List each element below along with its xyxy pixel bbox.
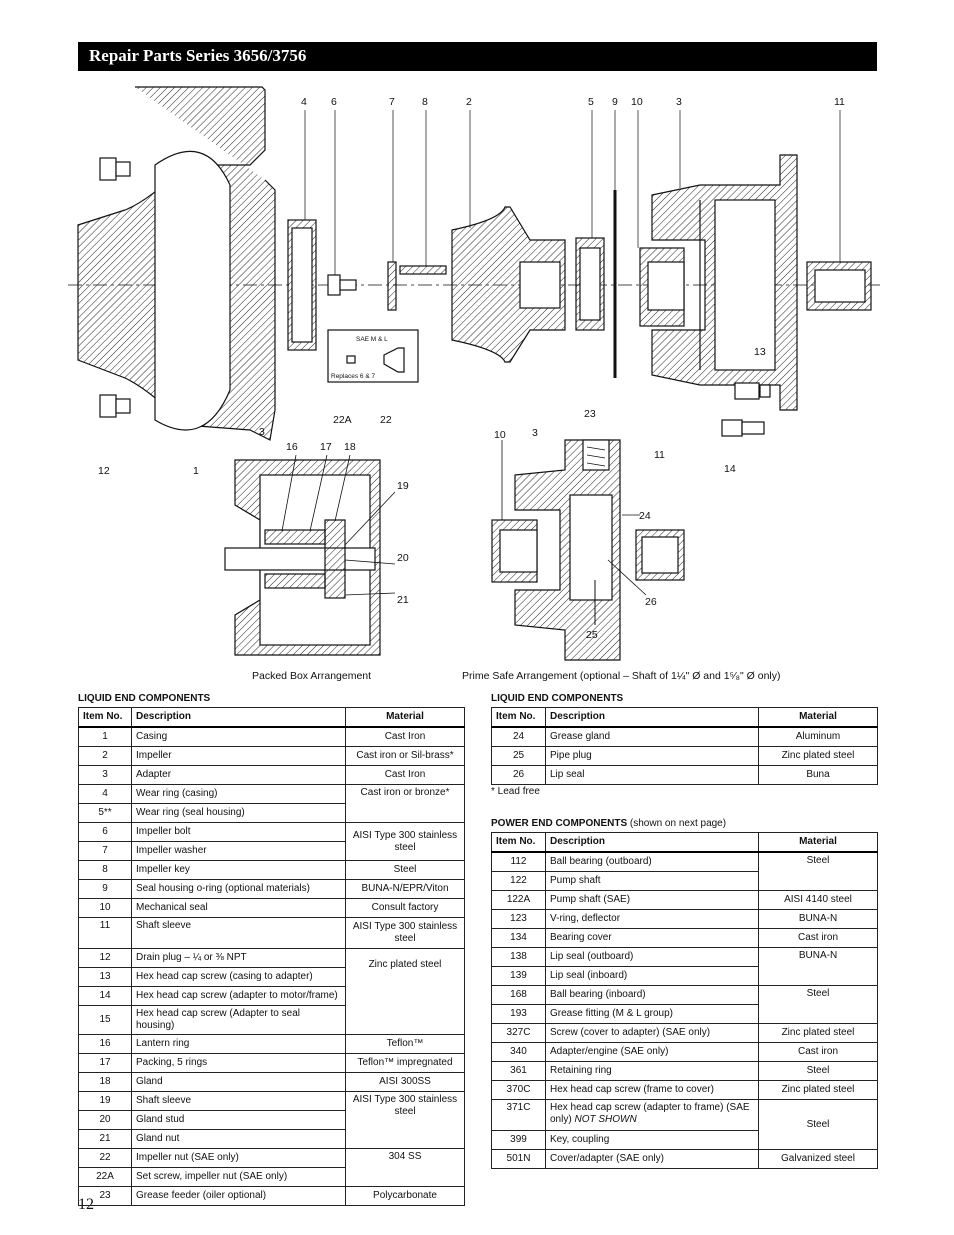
callout-6: 6 [331,96,337,108]
callout-16: 16 [286,441,298,453]
section-title-liquid-end-2: LIQUID END COMPONENTS [491,693,624,704]
exploded-parts-drawing: 4 6 7 8 2 5 9 10 3 11 13 14 22A 22 12 1 … [68,86,880,661]
callout-22: 22 [380,414,392,426]
not-shown-note: NOT SHOWN [574,1114,637,1125]
title-banner: Repair Parts Series 3656/3756 [78,42,877,71]
callout-11: 11 [834,96,845,108]
caption-packed-box: Packed Box Arrangement [252,670,372,682]
callout-20: 20 [397,552,409,564]
table-row: 371C Hex head cap screw (adapter to fram… [491,1099,878,1150]
page-number: 12 [78,1196,94,1213]
callout-14: 14 [724,463,736,475]
column-header: Description [545,707,759,728]
callout-22a: 22A [333,414,352,426]
callout-5: 5 [588,96,594,108]
impeller-shape [451,206,566,363]
footnote-lead-free: * Lead free [491,786,540,797]
section-title-liquid-end: LIQUID END COMPONENTS [78,693,211,704]
callout-1: 1 [193,465,199,477]
column-header: Material [758,832,878,853]
callout-10: 10 [631,96,643,108]
section-title-power-end: POWER END COMPONENTS (shown on next page… [491,818,727,829]
caption-prime-safe: Prime Safe Arrangement (optional – Shaft… [462,670,781,682]
callout-11-prime: 11 [654,449,665,461]
callout-23: 23 [584,408,596,420]
callout-4: 4 [301,96,307,108]
column-header: Item No. [491,832,546,853]
callout-3: 3 [676,96,682,108]
callout-19: 19 [397,480,409,492]
column-header: Item No. [78,707,132,728]
table-row: 5**Wear ring (seal housing) [78,803,465,823]
callout-3-prime: 3 [532,427,538,439]
callout-21: 21 [397,594,409,606]
callout-18: 18 [344,441,356,453]
callout-7: 7 [389,96,395,108]
column-header: Description [545,832,759,853]
callout-24: 24 [639,510,651,522]
column-header: Material [345,707,465,728]
column-header: Material [758,707,878,728]
inset-label-sae: SAE M & L [356,336,388,343]
inset-label-replaces: Replaces 6 & 7 [331,373,375,380]
page-title: Repair Parts Series 3656/3756 [89,46,307,65]
callout-25: 25 [586,629,598,641]
callout-8: 8 [422,96,428,108]
callout-3-main: 3 [259,426,265,438]
column-header: Item No. [491,707,546,728]
callout-12: 12 [98,465,110,477]
section-note: (shown on next page) [629,818,727,829]
callout-2: 2 [466,96,472,108]
callout-17: 17 [320,441,332,453]
callout-13: 13 [754,346,766,358]
callout-10-prime: 10 [494,429,506,441]
callout-26: 26 [645,596,657,608]
column-header: Description [131,707,346,728]
callout-9: 9 [612,96,618,108]
